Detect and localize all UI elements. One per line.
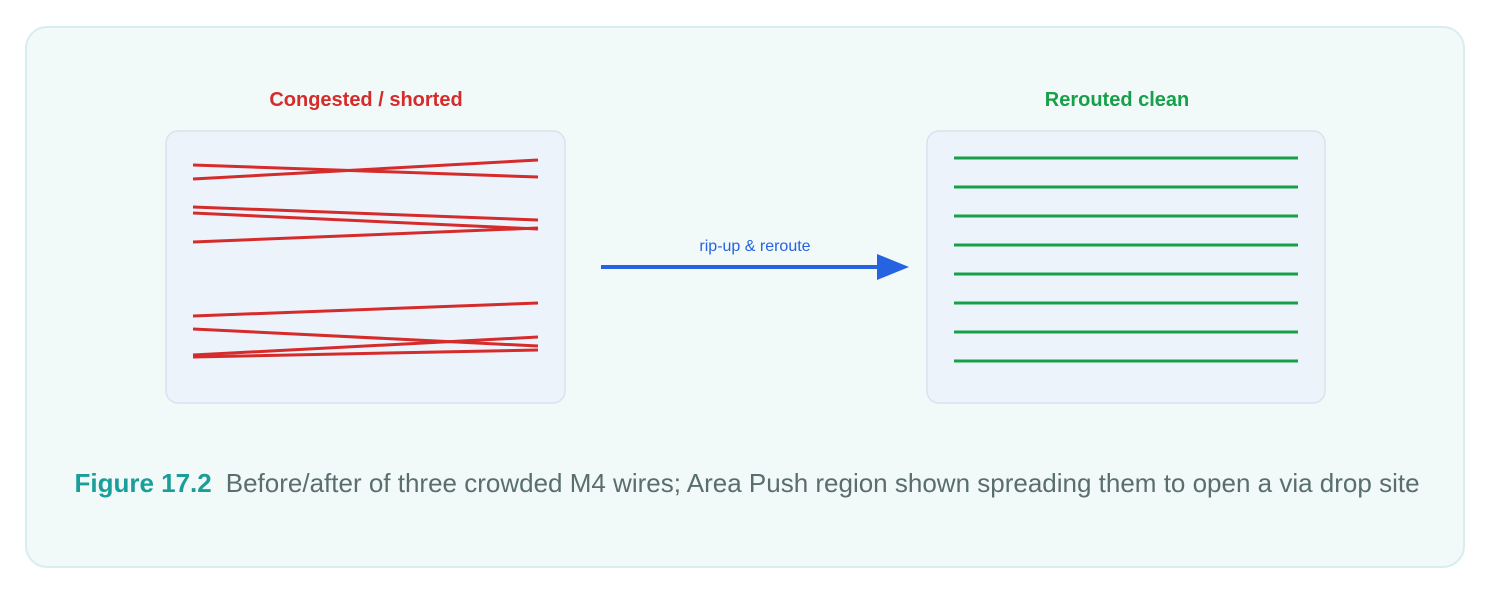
shorted-wire bbox=[192, 335, 539, 357]
shorted-wire bbox=[192, 301, 539, 318]
rerouted-panel-title: Rerouted clean bbox=[1045, 89, 1189, 111]
shorted-wire bbox=[192, 327, 539, 348]
shorted-wire bbox=[192, 211, 539, 231]
figure-number: Figure 17.2 bbox=[74, 468, 212, 498]
arrow-label: rip-up & reroute bbox=[699, 238, 810, 255]
rerouted-panel-box bbox=[926, 130, 1326, 404]
rerouted-wires bbox=[954, 156, 1298, 363]
shorted-wire bbox=[192, 205, 539, 222]
shorted-wire bbox=[192, 226, 539, 244]
figure-caption: Figure 17.2 Before/after of three crowded… bbox=[60, 462, 1434, 505]
shorted-wire bbox=[192, 158, 539, 181]
reroute-arrow-head bbox=[877, 254, 909, 280]
congested-panel-title: Congested / shorted bbox=[269, 89, 462, 111]
congested-wires bbox=[192, 158, 539, 359]
shorted-wire bbox=[192, 348, 539, 359]
caption-text: Before/after of three crowded M4 wires; … bbox=[225, 468, 1420, 498]
congested-panel-box bbox=[165, 130, 566, 404]
